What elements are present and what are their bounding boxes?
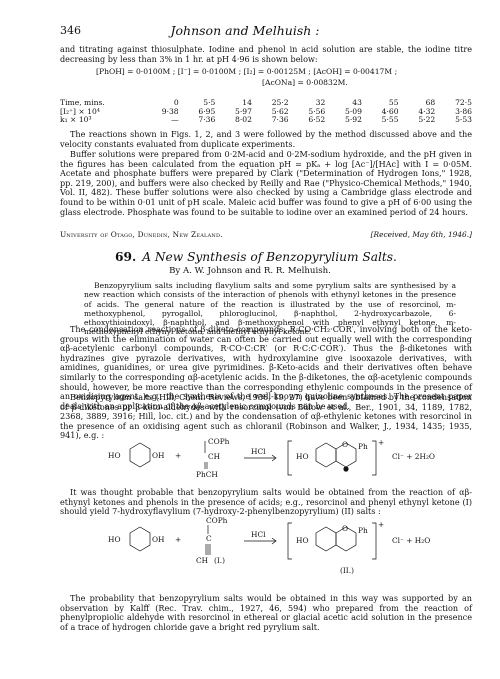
coph-label: COPh: [208, 437, 230, 446]
label-II: (II.): [340, 566, 354, 575]
plus-charge: +: [378, 438, 384, 447]
label-I: (I.): [214, 556, 225, 565]
table-cell: —: [171, 115, 179, 125]
table-cell: 5·09: [345, 106, 362, 116]
table-cell: 7·36: [198, 115, 216, 125]
c-label: C: [206, 534, 212, 543]
reagent-label: HCl: [251, 530, 266, 539]
table-row: [I₂⁺] × 10⁴ 9·38 6·95 5·97 5·62 5·56 5·09 4·60 4…: [60, 106, 472, 117]
paragraph-1: The condensation reactions of β-diketo-c…: [60, 324, 472, 411]
table-cell: 7·36: [271, 115, 289, 125]
reaction-scheme-1: HO OH + COPh CH PhCH HCl HO O Ph + Cl⁻ +…: [108, 437, 435, 479]
article-number: 69.: [115, 250, 137, 264]
article-title-text: A New Synthesis of Benzopyrylium Salts.: [142, 250, 397, 264]
paragraph-3: It was thought probable that benzopyryli…: [60, 487, 472, 517]
coph-label: COPh: [206, 516, 228, 525]
resorcinol-ring: [129, 526, 151, 552]
table-cell: 0: [173, 98, 179, 107]
table-cell: 4·32: [418, 106, 436, 116]
ho-label: HO: [108, 451, 121, 460]
resorcinol-ring: [129, 442, 151, 468]
table-cell: 5·92: [345, 115, 362, 125]
row-label: [I₂⁺] × 10⁴: [60, 106, 100, 116]
arrowhead: [271, 537, 277, 545]
buffer-paragraph: Buffer solutions were prepared from 0·2M…: [60, 149, 472, 217]
phch-label: PhCH: [196, 470, 218, 479]
row-label: k₁ × 10³: [60, 115, 92, 125]
pyrylium-ring: [335, 526, 357, 552]
ho-product: HO: [296, 536, 309, 545]
paragraph-2: Benzopyrylium salts (Hill, Chem. Reviews…: [60, 392, 472, 441]
table-cell: 5·22: [418, 115, 436, 125]
table-cell: 55: [388, 98, 399, 107]
charge-dot: [343, 466, 349, 472]
page-header: 346 Johnson and Melhuish :: [60, 23, 430, 38]
byline: By A. W. Johnson and R. R. Melhuish.: [169, 266, 331, 276]
plus-charge: +: [378, 520, 384, 529]
ch-label: CH: [208, 452, 221, 461]
running-head: Johnson and Melhuish :: [170, 23, 320, 38]
article-title: 69. A New Synthesis of Benzopyrylium Salt…: [115, 250, 397, 264]
benzo-ring: [315, 526, 337, 552]
table-cell: 6·52: [308, 115, 326, 125]
conditions-line-2: [AcONa] = 0·00832M.: [262, 78, 348, 87]
table-cell: 5·5: [203, 98, 216, 107]
table-cell: 3·86: [455, 106, 472, 116]
ph-label: Ph: [358, 526, 368, 535]
oh-label: OH: [152, 451, 165, 460]
table-cell: 5·56: [308, 106, 326, 116]
bracket-right: [372, 440, 377, 476]
benzo-ring: [315, 442, 337, 468]
reagent-label: HCl: [251, 447, 266, 456]
oxygen-label: O: [342, 524, 348, 533]
table-row: Time, mins. 0 5·5 14 25·2 32 43 55 68 72·5: [60, 98, 472, 108]
ho-label: HO: [108, 535, 121, 544]
plus-sign: +: [175, 535, 181, 544]
table-cell: 6·95: [198, 106, 216, 116]
table-cell: 32: [315, 98, 326, 107]
ch-label: CH: [196, 556, 209, 565]
oxygen-label: O: [342, 440, 348, 449]
product-tail: Cl⁻ + H₂O: [392, 536, 430, 545]
page-number: 346: [60, 24, 81, 37]
pyrylium-ring: [335, 442, 357, 468]
ho-product: HO: [296, 452, 309, 461]
table-cell: 25·2: [271, 98, 289, 107]
table-cell: 5·53: [455, 115, 472, 125]
method-paragraph: The reactions shown in Figs. 1, 2, and 3…: [60, 129, 472, 149]
table-cell: 72·5: [455, 98, 472, 107]
author-address: University of Otago, Dunedin, New Zealan…: [60, 230, 223, 239]
plus-sign: +: [175, 451, 181, 460]
table-cell: 14: [242, 98, 252, 107]
table-row: k₁ × 10³ — 7·36 8·02 7·36 6·52 5·92 5·55 5·22 5·5…: [60, 116, 472, 125]
oh-label: OH: [152, 535, 165, 544]
row-label: Time, mins.: [60, 98, 105, 107]
conditions-line-1: [PhOH] = 0·0100M ; [I⁻] = 0·0100M ; [I₂]…: [96, 67, 398, 76]
reaction-scheme-2: HO OH + COPh C CH (I.) HCl HO O Ph + Cl⁻…: [108, 516, 430, 575]
intro-paragraph: and titrating against thiosulphate. Iodi…: [60, 44, 472, 64]
table-cell: 5·62: [271, 106, 289, 116]
table-cell: 43: [352, 98, 362, 107]
table-cell: 5·55: [381, 115, 399, 125]
ph-label: Ph: [358, 442, 368, 451]
table-cell: 8·02: [235, 115, 252, 125]
table-cell: 68: [425, 98, 436, 107]
bracket-right: [372, 522, 377, 560]
abstract: Benzopyrylium salts including flavylium …: [84, 281, 456, 337]
table-cell: 4·60: [381, 106, 399, 116]
paragraph-4: The probability that benzopyrylium salts…: [60, 593, 472, 632]
arrowhead: [271, 454, 277, 462]
received-date: [Received, May 6th, 1946.]: [370, 230, 472, 239]
table-cell: 5·97: [235, 106, 252, 116]
bracket-left: [287, 522, 292, 560]
bracket-left: [287, 440, 292, 476]
product-tail: Cl⁻ + 2H₂O: [392, 452, 435, 461]
table-cell: 9·38: [161, 106, 179, 116]
